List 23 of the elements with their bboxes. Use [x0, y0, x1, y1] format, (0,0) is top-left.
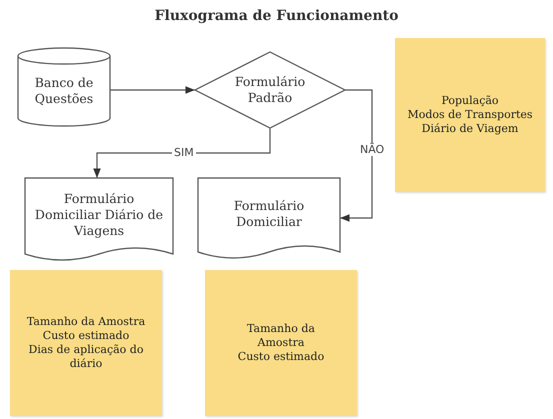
node-text: Formulário Domiciliar Diário de Viagens — [34, 191, 164, 239]
node-text: Formulário Padrão — [234, 74, 306, 106]
arrow — [110, 86, 195, 94]
node-text: Modos de Transportes — [407, 108, 533, 122]
node-text: Banco de Questões — [34, 75, 94, 107]
node-text: Custo estimado — [238, 350, 324, 364]
edge-label: NÃO — [358, 143, 386, 156]
node-text: Dias de aplicação do diário — [28, 343, 144, 371]
node-text: População — [441, 94, 499, 108]
node-text: Formulário Domiciliar — [232, 198, 306, 230]
database-cylinder — [18, 48, 110, 126]
decision-diamond — [195, 52, 345, 128]
diagram-title: Fluxograma de Funcionamento — [154, 8, 400, 24]
edge-label: SIM — [172, 146, 196, 159]
node-text: Custo estimado — [42, 329, 130, 343]
node-text: Tamanho da Amostra — [26, 315, 146, 329]
arrow — [93, 128, 271, 178]
node-text: Diário de Viagem — [422, 122, 518, 136]
arrow — [340, 89, 373, 222]
sticky-note — [395, 38, 545, 192]
sticky-note — [205, 270, 357, 416]
sticky-note — [10, 270, 162, 416]
node-text: Tamanho da Amostra — [246, 322, 316, 350]
